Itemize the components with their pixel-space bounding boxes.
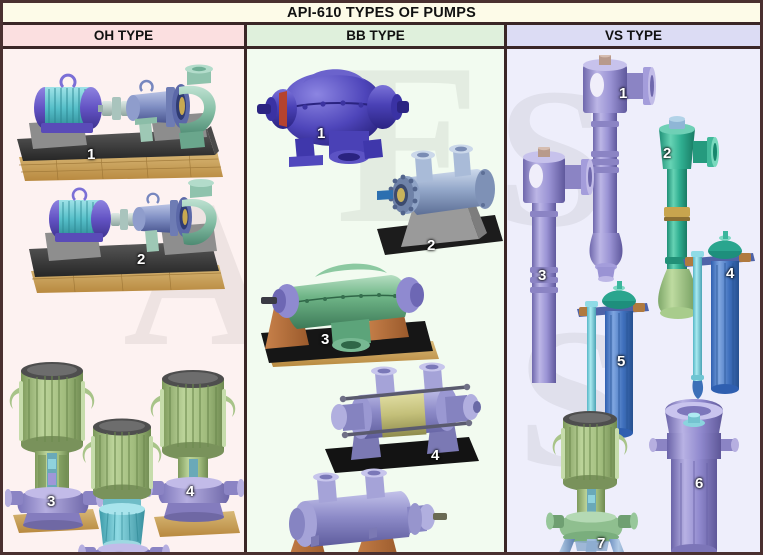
figure-oh4: 4 [146, 359, 244, 539]
figure-oh2: 2 [23, 179, 233, 299]
figure-vs7: 7 [545, 401, 649, 552]
column-header-oh: OH TYPE [3, 25, 244, 49]
page-title: API-610 TYPES OF PUMPS [287, 4, 476, 21]
figure-vs1: 1 [575, 55, 661, 315]
column-label-vs: VS TYPE [604, 28, 663, 43]
column-oh: OH TYPE A [3, 25, 244, 552]
figure-vs3: 3 [515, 147, 601, 387]
figure-vs2: 2 [647, 111, 727, 341]
figure-vs4: 4 [681, 225, 759, 410]
column-body-bb: E [247, 49, 504, 552]
columns-container: OH TYPE A [3, 25, 760, 552]
column-body-oh: A [3, 49, 244, 552]
figure-vs5: 5 [575, 277, 653, 457]
figure-bb3: 3 [257, 247, 447, 372]
column-vs: VS TYPE S S [507, 25, 760, 552]
column-label-oh: OH TYPE [93, 28, 154, 43]
chart-title-bar: API-610 TYPES OF PUMPS [3, 3, 760, 25]
figure-bb5: 5 [275, 467, 455, 552]
column-label-bb: BB TYPE [346, 28, 405, 43]
figure-bb1: 1 [253, 57, 413, 182]
figure-bb2: 2 [371, 137, 504, 267]
figure-oh3: 3 [5, 347, 105, 537]
column-header-vs: VS TYPE [507, 25, 760, 49]
figure-vs6: 6 [649, 385, 739, 552]
figure-oh1: 1 [11, 61, 231, 186]
column-header-bb: BB TYPE [247, 25, 504, 49]
figure-bb4: 4 [319, 361, 489, 486]
figure-oh5: 5 [77, 411, 173, 552]
column-body-vs: S S [507, 49, 760, 552]
column-bb: BB TYPE E [244, 25, 507, 552]
